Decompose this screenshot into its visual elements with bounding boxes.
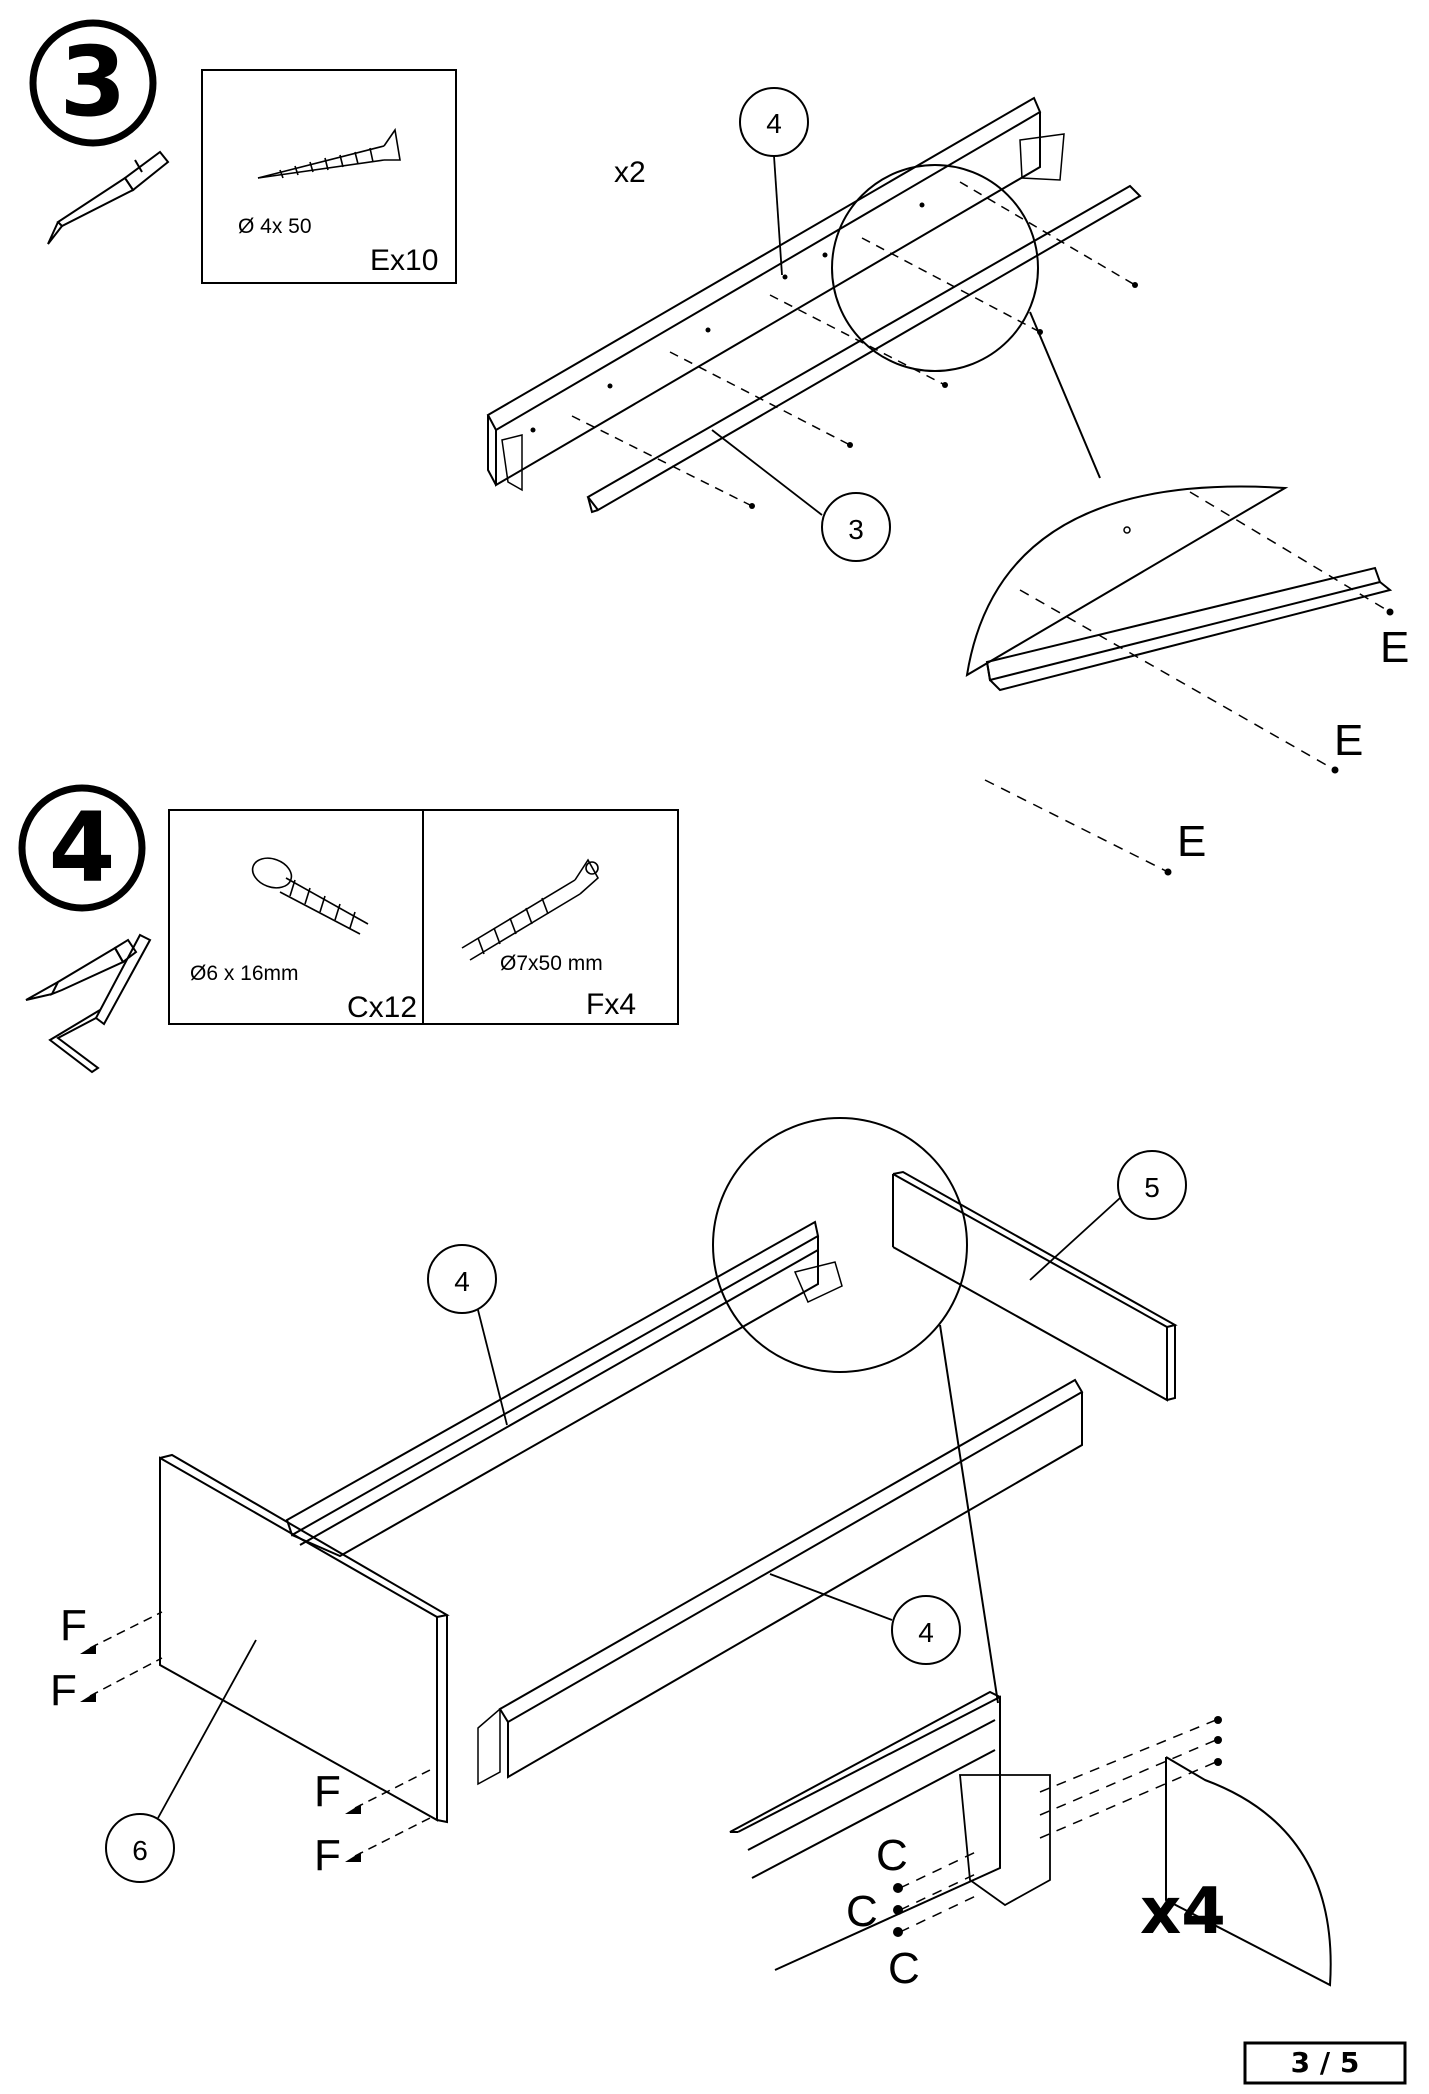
step4-number: 4 <box>49 792 116 904</box>
callout-left-rail-4: 4 <box>427 1244 508 1426</box>
part-f-count: Fx4 <box>586 988 636 1021</box>
wood-screw-icon <box>257 127 401 179</box>
f-screw-tips <box>80 1644 1222 1937</box>
f-label-2: F <box>50 1666 77 1715</box>
f-label-1: F <box>60 1601 87 1650</box>
zoom-detail-step4 <box>729 1690 1332 1987</box>
detail-circle-step4 <box>712 1117 999 1704</box>
callout-right-rail-4-label: 4 <box>918 1617 934 1648</box>
screw-paths <box>571 181 1136 507</box>
back-panel-5 <box>892 1170 1178 1402</box>
cam-bolt-icon <box>461 858 600 961</box>
e-label-2: E <box>1334 716 1363 765</box>
step3-badge: 3 <box>29 19 157 147</box>
step4-parts-box: Ø6 x 16mm Cx12 Ø7x50 mm Fx4 <box>168 809 679 1025</box>
callout-back-5-label: 5 <box>1144 1172 1160 1203</box>
right-rail-panel-4 <box>477 1378 1084 1786</box>
detail-circle-step3 <box>831 164 1101 479</box>
part-f-spec: Ø7x50 mm <box>500 952 603 975</box>
callout-back-5: 5 <box>1029 1150 1187 1281</box>
callout-front-6: 6 <box>105 1639 257 1883</box>
f-label-3: F <box>314 1767 341 1816</box>
step3-number: 3 <box>60 26 127 138</box>
front-panel-6 <box>159 1453 450 1824</box>
step4-badge: 4 <box>18 784 146 912</box>
callout-rail-4-label: 4 <box>766 108 782 139</box>
callout-rail-4: 4 <box>739 87 809 276</box>
callout-bar-3-label: 3 <box>848 514 864 545</box>
part-c-count: Cx12 <box>347 991 417 1024</box>
callout-bar-3: 3 <box>711 429 891 562</box>
runner-bar <box>586 184 1142 514</box>
allen-key-icon <box>48 933 152 1074</box>
f-screw-paths <box>89 1611 431 1857</box>
screw-hole-dots <box>530 202 1138 509</box>
step4-multiplier: x4 <box>1140 1875 1226 1949</box>
callout-right-rail-4: 4 <box>769 1573 961 1665</box>
part-c-spec: Ø6 x 16mm <box>190 962 299 985</box>
f-label-4: F <box>314 1831 341 1880</box>
step3-parts-box: Ø 4x 50 Ex10 <box>201 69 457 284</box>
side-rail-panel <box>486 96 1065 492</box>
zoom-detail-step3 <box>965 485 1394 876</box>
step3-multiplier: x2 <box>614 156 646 189</box>
screw-e-count: Ex10 <box>370 244 438 277</box>
callout-left-rail-4-label: 4 <box>454 1266 470 1297</box>
screw-e-spec: Ø 4x 50 <box>238 215 312 238</box>
e-label-1: E <box>1380 623 1409 672</box>
c-label-1: C <box>876 1831 908 1880</box>
e-label-3: E <box>1177 817 1206 866</box>
screwdriver-icon-step4 <box>25 938 138 1001</box>
machine-screw-icon <box>251 857 369 935</box>
c-label-3: C <box>888 1944 920 1993</box>
c-label-2: C <box>846 1887 878 1936</box>
callout-front-6-label: 6 <box>132 1835 148 1866</box>
screwdriver-icon <box>47 150 170 245</box>
page-number: 3 / 5 <box>1291 2046 1360 2079</box>
page-indicator: 3 / 5 <box>1243 2041 1407 2085</box>
left-rail-panel-4 <box>285 1220 820 1558</box>
